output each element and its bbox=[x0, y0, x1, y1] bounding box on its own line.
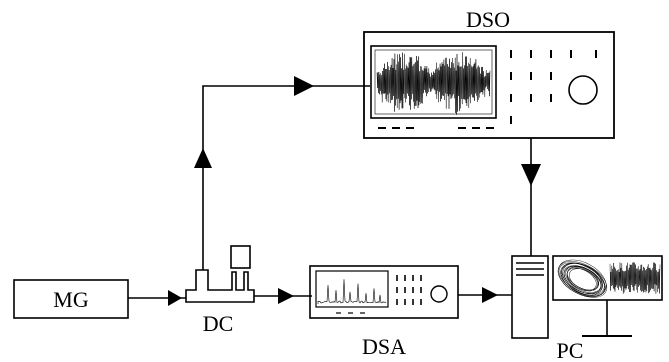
arrow-right-icon bbox=[168, 290, 182, 306]
dso-to-pc-connector bbox=[521, 138, 541, 256]
mg-label: MG bbox=[53, 287, 89, 312]
pc-tower bbox=[511, 255, 549, 339]
arrow-down-icon bbox=[521, 164, 541, 186]
dso-waveform bbox=[376, 52, 491, 115]
dso-knob bbox=[568, 75, 598, 105]
dc-to-dso-connector bbox=[194, 76, 370, 270]
arrow-right-icon bbox=[482, 287, 498, 303]
dso-instrument: DSO bbox=[363, 7, 615, 139]
pc-time-series bbox=[609, 262, 661, 294]
dc-block: DC bbox=[185, 245, 255, 336]
dsa-instrument: DSA bbox=[309, 265, 459, 359]
dsa-spectrum-trace bbox=[317, 279, 387, 304]
dsa-knob bbox=[430, 285, 448, 303]
mg-block: MG bbox=[13, 279, 129, 319]
pc-computer: PC bbox=[511, 255, 663, 362]
arrow-up-icon bbox=[194, 148, 212, 168]
dc-to-dsa-connector bbox=[254, 288, 312, 304]
pc-label: PC bbox=[557, 338, 584, 362]
dsa-button-panel bbox=[396, 275, 422, 305]
arrow-right-icon bbox=[278, 288, 294, 304]
pc-phase-portrait bbox=[557, 259, 608, 298]
arrow-right-icon bbox=[294, 76, 314, 96]
dsa-label: DSA bbox=[362, 334, 406, 359]
mg-to-dc-connector bbox=[128, 290, 186, 306]
dsa-to-pc-connector bbox=[458, 287, 512, 303]
dso-label: DSO bbox=[466, 7, 510, 32]
dc-termination bbox=[230, 245, 251, 269]
dso-button-panel bbox=[510, 50, 597, 124]
dc-label: DC bbox=[203, 311, 234, 336]
